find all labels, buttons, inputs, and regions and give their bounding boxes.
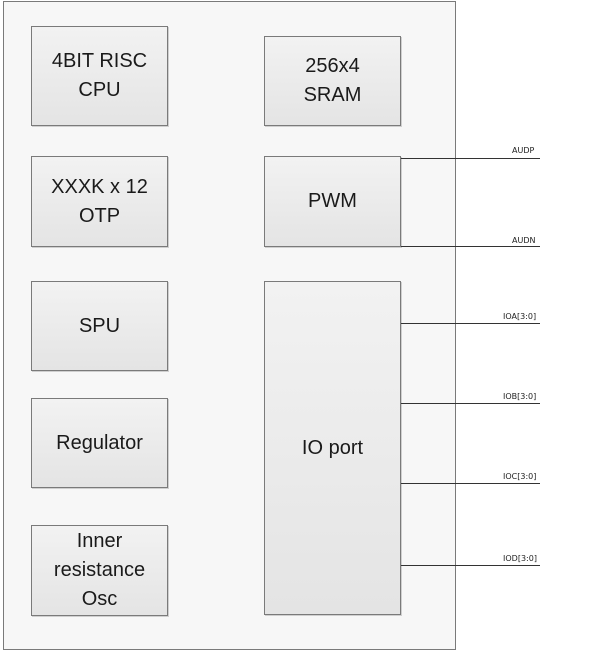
spu-label: SPU	[78, 314, 121, 337]
sram-block: 256x4 SRAM	[264, 36, 401, 126]
audp-label: AUDP	[512, 146, 535, 155]
spu-block: SPU	[31, 281, 168, 371]
regulator-label: Regulator	[56, 431, 143, 454]
pwm-label: PWM	[308, 190, 357, 212]
audn-label: AUDN	[512, 236, 536, 245]
ioc-label: IOC[3:0]	[503, 472, 537, 481]
sram-label: 256x4 SRAM	[303, 55, 362, 106]
audp-line	[401, 158, 540, 159]
ioa-label: IOA[3:0]	[503, 312, 537, 321]
audn-line	[401, 246, 540, 247]
osc-label: Inner resistance Osc	[53, 530, 146, 610]
iob-label: IOB[3:0]	[503, 392, 537, 401]
iod-label: IOD[3:0]	[503, 554, 537, 563]
io-port-label: IO port	[301, 436, 364, 459]
osc-block: Inner resistance Osc	[31, 525, 168, 616]
regulator-block: Regulator	[31, 398, 168, 488]
cpu-block: 4BIT RISC CPU	[31, 26, 168, 126]
pwm-block: PWM	[264, 156, 401, 247]
cpu-label: 4BIT RISC CPU	[51, 50, 148, 101]
io-port-block: IO port	[264, 281, 401, 615]
iob-line	[401, 403, 540, 404]
otp-block: XXXK x 12 OTP	[31, 156, 168, 247]
ioc-line	[401, 483, 540, 484]
otp-label: XXXK x 12 OTP	[51, 175, 148, 227]
iod-line	[401, 565, 540, 566]
ioa-line	[401, 323, 540, 324]
